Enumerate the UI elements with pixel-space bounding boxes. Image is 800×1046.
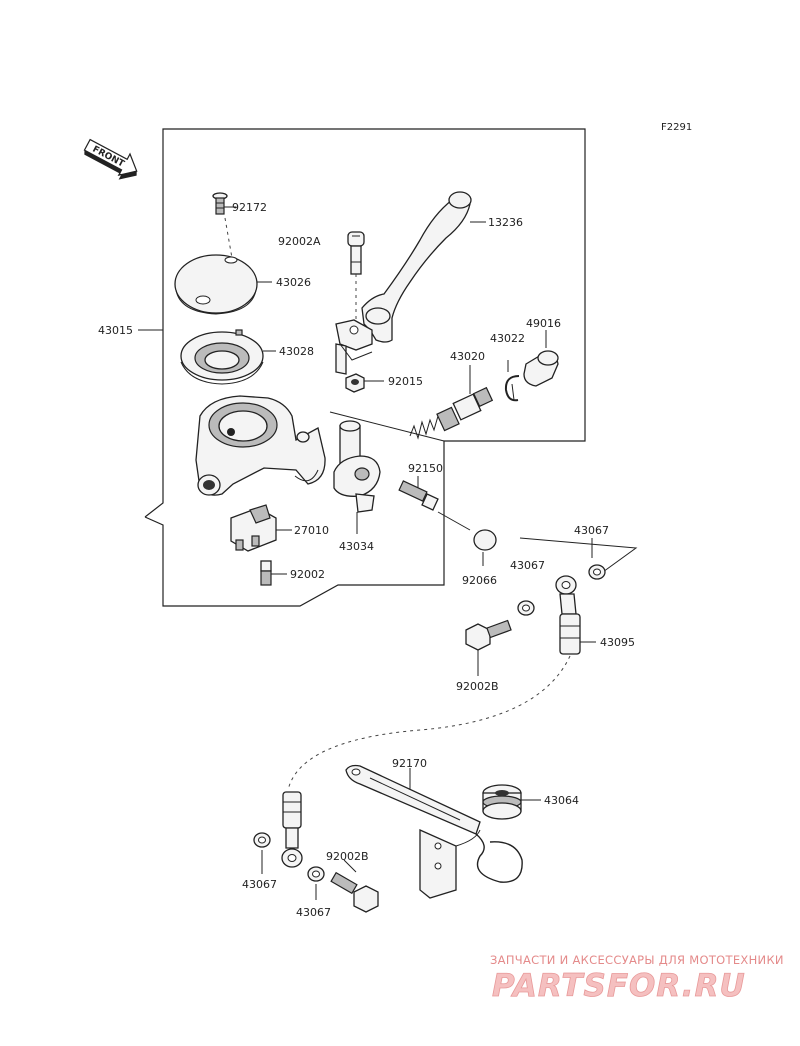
label-92002B-upper: 92002B xyxy=(456,680,499,693)
bolt-92150 xyxy=(398,476,439,511)
banjo-bolt-92002B-upper xyxy=(465,619,512,676)
label-27010: 27010 xyxy=(294,524,329,537)
frame-divider xyxy=(329,411,445,442)
nut-92015 xyxy=(345,373,384,393)
hose-end-lower xyxy=(281,791,303,868)
label-92066: 92066 xyxy=(462,574,497,587)
label-43015: 43015 xyxy=(98,324,133,337)
label-92150: 92150 xyxy=(408,462,443,475)
dust-boot-49016 xyxy=(523,330,559,387)
lever-bracket xyxy=(335,319,373,375)
label-92002B-lower: 92002B xyxy=(326,850,369,863)
diaphragm-43028 xyxy=(180,329,276,385)
circlip-43022 xyxy=(504,360,520,402)
reservoir-cap-43026 xyxy=(174,254,272,315)
label-43064: 43064 xyxy=(544,794,579,807)
brake-switch-27010 xyxy=(230,504,292,552)
label-13236: 13236 xyxy=(488,216,523,229)
label-43095: 43095 xyxy=(600,636,635,649)
label-43022: 43022 xyxy=(490,332,525,345)
assembly-frame xyxy=(144,128,586,607)
front-arrow-icon: FRONT xyxy=(83,138,138,180)
piston-assembly-43020 xyxy=(409,365,494,440)
grommet-43064 xyxy=(482,784,541,820)
label-43067-middle: 43067 xyxy=(510,559,545,572)
label-92002A: 92002A xyxy=(278,235,321,248)
washer-43067-lower-left xyxy=(253,832,271,874)
label-43034: 43034 xyxy=(339,540,374,553)
label-43026: 43026 xyxy=(276,276,311,289)
washer-43067-lower-right xyxy=(307,866,325,900)
label-92015: 92015 xyxy=(388,375,423,388)
label-43067-upper: 43067 xyxy=(574,524,609,537)
label-92170: 92170 xyxy=(392,757,427,770)
screw-92172 xyxy=(212,192,236,215)
label-92002: 92002 xyxy=(290,568,325,581)
hose-guide-clip xyxy=(475,833,523,883)
brake-lever-13236 xyxy=(361,191,486,343)
cap-92066 xyxy=(473,529,497,566)
watermark-logo: PARTSFOR.RU xyxy=(492,968,746,1004)
bracket-92170 xyxy=(345,764,481,899)
banjo-bolt-92002B-lower xyxy=(330,859,379,913)
label-43020: 43020 xyxy=(450,350,485,363)
pivot-bolt-92002A xyxy=(347,231,365,275)
watermark-tagline: ЗАПЧАСТИ И АКСЕССУАРЫ ДЛЯ МОТОТЕХНИКИ xyxy=(490,953,784,967)
leader-92066-path xyxy=(437,511,471,531)
label-43028: 43028 xyxy=(279,345,314,358)
washer-bracket-upper xyxy=(519,537,638,578)
master-cylinder-body xyxy=(195,395,326,496)
washer-43067-middle xyxy=(517,600,535,616)
washer-43067-upper xyxy=(588,564,606,580)
label-43067-lower-left: 43067 xyxy=(242,878,277,891)
clamp-holder-43034 xyxy=(333,420,381,534)
label-92172: 92172 xyxy=(232,201,267,214)
bleeder-92002 xyxy=(260,560,287,586)
label-49016: 49016 xyxy=(526,317,561,330)
figure-id: F2291 xyxy=(661,122,692,133)
hose-line xyxy=(287,655,571,791)
watermark: ЗАПЧАСТИ И АКСЕССУАРЫ ДЛЯ МОТОТЕХНИКИ PA… xyxy=(490,953,784,1004)
brake-hose-43095 xyxy=(555,575,596,655)
label-43067-lower-right: 43067 xyxy=(296,906,331,919)
